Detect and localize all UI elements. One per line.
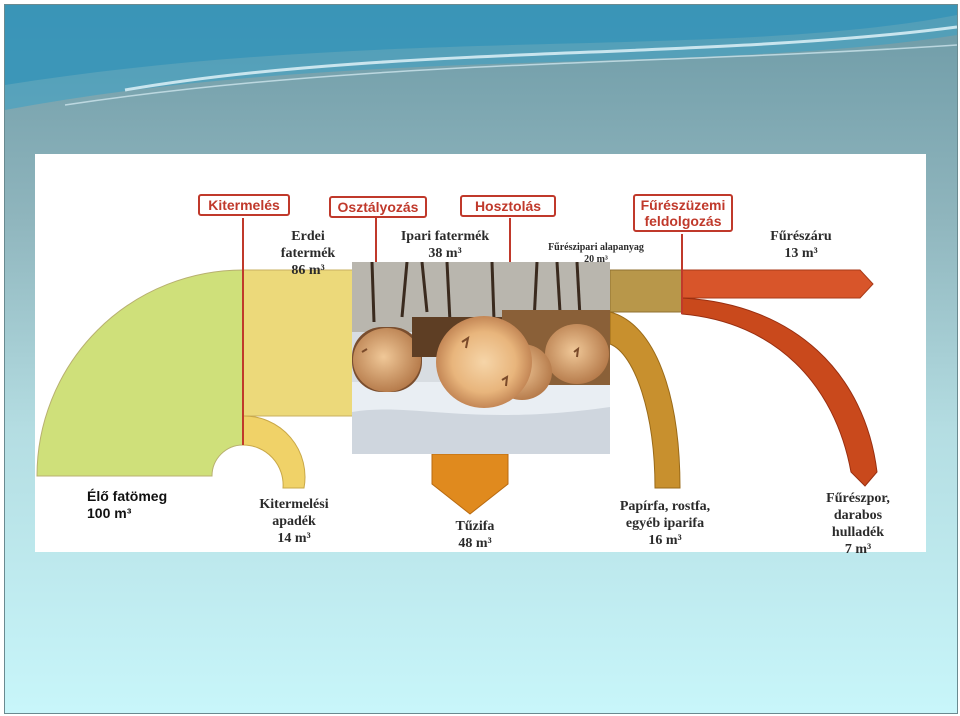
stage-osztalyozas: Osztályozás <box>329 196 427 218</box>
label-fureszipari-line1: Fűrészipari alapanyag <box>548 242 644 253</box>
label-papirfa-line2: egyéb iparifa <box>625 516 705 531</box>
log-pile-photo <box>352 262 610 454</box>
sawdust-flow <box>681 297 878 487</box>
live-wood-flow <box>36 269 244 477</box>
label-erdei-fatermek: Erdei fatermék 86 m³ <box>263 228 353 279</box>
stage-hosztolas: Hosztolás <box>460 195 556 217</box>
label-fureszaru: Fűrészáru 13 m³ <box>751 228 851 262</box>
label-elo-fatomeg: Élő fatömeg 100 m³ <box>87 488 197 522</box>
label-fureszpor-line2: darabos <box>833 508 883 523</box>
label-fureszpor-line3: hulladék <box>831 525 885 540</box>
forest-product-flow <box>242 269 354 417</box>
wood-flow-diagram <box>36 218 878 515</box>
label-fureszaru-line2: 13 m³ <box>784 246 818 261</box>
label-apadek-line1: Kitermelési <box>259 497 329 512</box>
label-ipari-line2: 38 m³ <box>428 246 462 261</box>
label-fureszpor-line4: 7 m³ <box>844 542 872 557</box>
label-papirfa-line1: Papírfa, rostfa, <box>619 499 711 514</box>
label-elo-line1: Élő fatömeg <box>87 488 168 504</box>
label-ipari-line1: Ipari fatermék <box>400 229 490 244</box>
stage-fureszuzemi: Fűrészüzemi feldolgozás <box>633 194 733 232</box>
label-erdei-line2: fatermék <box>280 246 336 261</box>
label-fureszipari-line2: 20 m³ <box>584 254 608 265</box>
paper-wood-flow <box>609 311 681 489</box>
decorative-swoosh <box>5 5 957 110</box>
label-fureszaru-line1: Fűrészáru <box>770 229 832 244</box>
label-tuzifa-line2: 48 m³ <box>458 536 492 551</box>
stage-fureszuzemi-line2: feldolgozás <box>644 213 722 229</box>
label-fureszipari: Fűrészipari alapanyag 20 m³ <box>540 242 652 266</box>
stage-fureszuzemi-line1: Fűrészüzemi <box>640 197 726 213</box>
firewood-flow <box>431 453 509 515</box>
stage-kitermeles: Kitermelés <box>198 194 290 216</box>
label-erdei-line1: Erdei <box>291 229 325 244</box>
label-elo-line2: 100 m³ <box>87 505 132 521</box>
label-fureszpor: Fűrészpor, darabos hulladék 7 m³ <box>803 490 913 558</box>
label-erdei-line3: 86 m³ <box>291 263 325 278</box>
label-tuzifa: Tűzifa 48 m³ <box>435 518 515 552</box>
sawn-timber-flow <box>681 269 874 299</box>
label-tuzifa-line1: Tűzifa <box>455 519 495 534</box>
label-apadek-line2: apadék <box>272 514 316 529</box>
label-fureszpor-line1: Fűrészpor, <box>826 491 890 506</box>
label-apadek-line3: 14 m³ <box>277 531 311 546</box>
saw-material-flow <box>609 269 683 313</box>
label-papirfa-line3: 16 m³ <box>648 533 682 548</box>
harvest-residue-flow <box>242 415 306 489</box>
label-papirfa: Papírfa, rostfa, egyéb iparifa 16 m³ <box>595 498 735 549</box>
label-ipari-fatermek: Ipari fatermék 38 m³ <box>390 228 500 262</box>
label-kitermelesi-apadek: Kitermelési apadék 14 m³ <box>239 496 349 547</box>
